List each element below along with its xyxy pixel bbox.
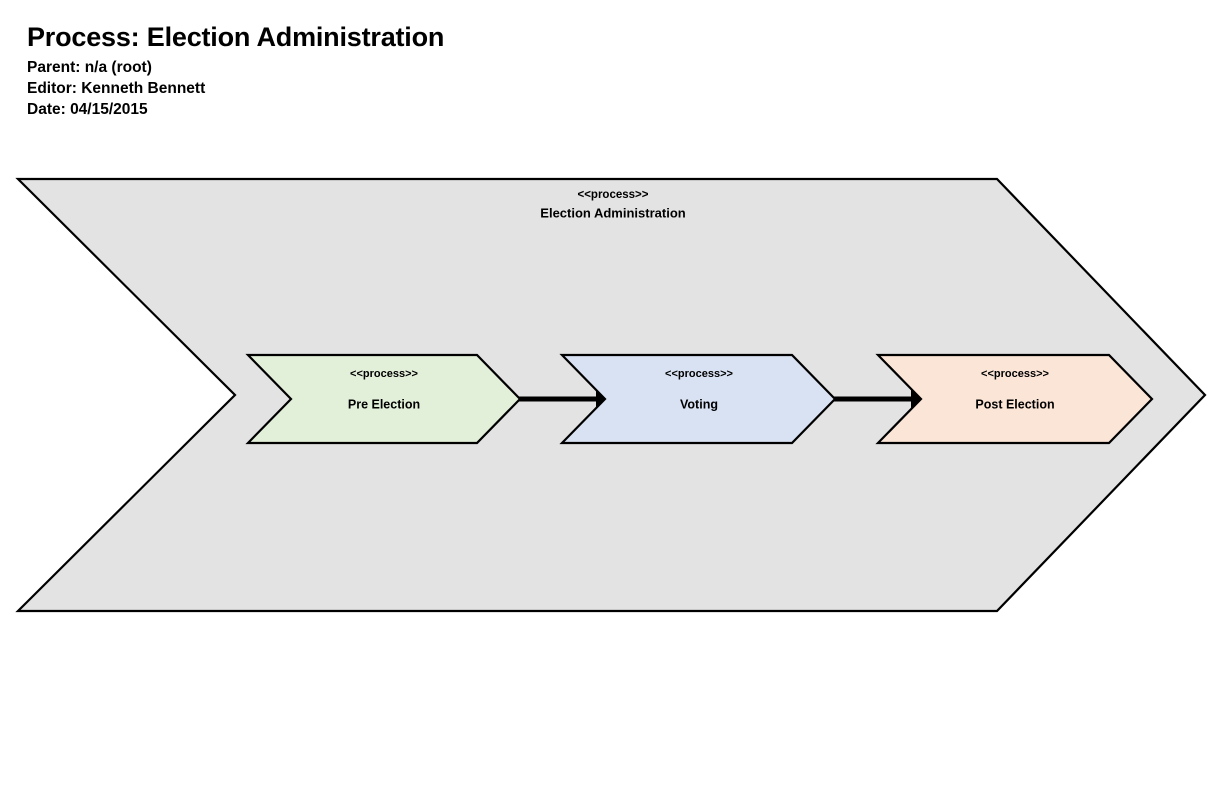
page-title: Process: Election Administration <box>27 22 445 52</box>
step-label-pre-election: Pre Election <box>348 397 420 411</box>
step-chevron-voting[interactable] <box>559 353 837 445</box>
step-stereotype-post-election: <<process>> <box>981 368 1049 380</box>
step-chevron-pre-election[interactable] <box>245 353 522 445</box>
meta-editor: Editor: Kenneth Bennett <box>27 80 206 97</box>
step-label-post-election: Post Election <box>975 397 1054 411</box>
outer-chevron-stereotype: <<process>> <box>578 189 649 201</box>
step-label-voting: Voting <box>680 397 718 411</box>
step-stereotype-voting: <<process>> <box>665 368 733 380</box>
outer-chevron-label: Election Administration <box>540 205 685 220</box>
step-stereotype-pre-election: <<process>> <box>350 368 418 380</box>
step-chevron-post-election[interactable] <box>875 353 1154 445</box>
meta-date: Date: 04/15/2015 <box>27 101 148 118</box>
document-header: Process: Election Administration Parent:… <box>27 20 727 120</box>
meta-parent: Parent: n/a (root) <box>27 59 152 76</box>
